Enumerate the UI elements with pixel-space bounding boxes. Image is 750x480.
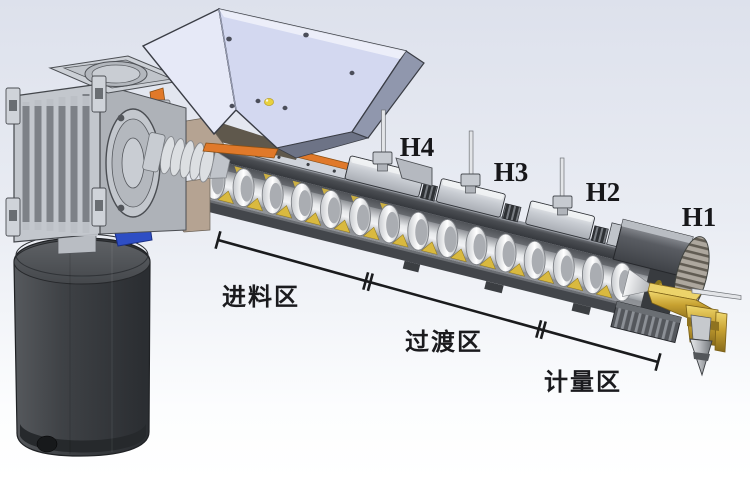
dimension-tick-mid2b (539, 321, 547, 340)
dimension-tick-mid2 (535, 319, 543, 339)
shaft-coupling (142, 132, 231, 183)
probe-h2 (552, 157, 573, 216)
feed-throat-shadow (212, 120, 300, 160)
barrel-top-rail (199, 143, 667, 272)
dimension-tick-end (654, 352, 662, 372)
nozzle-clip (714, 311, 728, 353)
gearbox-output-flange-hub (121, 137, 145, 189)
probe-boss (377, 163, 388, 172)
zone-label-transition: 过渡区 (405, 328, 483, 356)
gearbox-lug-notches (9, 88, 103, 221)
coupling-taper (209, 150, 231, 179)
gearbox-frame-bottom (16, 222, 98, 236)
hopper (141, 7, 433, 187)
probe-boss (557, 207, 568, 216)
hopper-sight-dot (264, 98, 274, 106)
heater-label-h4: H4 (400, 132, 435, 162)
barrel-bottom-rail (189, 195, 649, 321)
probe-pin (559, 157, 565, 197)
hopper-rim-band (219, 9, 406, 59)
clamp-tab (402, 260, 421, 273)
zone-label-feed: 进料区 (222, 284, 300, 311)
probe-h3 (460, 130, 481, 194)
hopper-outlet-rim (202, 142, 279, 159)
hopper-fold-line (218, 8, 237, 111)
probe-nut (372, 151, 393, 165)
zone-label-metering: 计量区 (544, 369, 622, 396)
probe-pin (468, 130, 474, 175)
heater-label-h1: H1 (682, 202, 717, 232)
gearbox-frame-top (16, 96, 98, 106)
zone-dimension-lines (214, 230, 662, 372)
nozzle-barrel (690, 314, 712, 342)
material-yellow-bottom (217, 190, 613, 299)
heater-spacer-2 (501, 203, 522, 223)
plate-bolt (332, 169, 336, 173)
heater-label-h2: H2 (586, 177, 621, 207)
barrel-bottom-rail-highlight (191, 195, 649, 312)
dimension-tick-mid1b (366, 273, 374, 292)
hopper-side-panel (351, 50, 425, 139)
plate-bolt (306, 162, 310, 167)
dimension-line (217, 238, 659, 364)
dimension-tick-mid1 (362, 271, 370, 291)
motor (13, 233, 151, 457)
clamp-tab (571, 302, 591, 315)
hopper-sight-dot-highlight (265, 99, 269, 102)
die-block (612, 218, 694, 278)
gearbox (5, 55, 188, 243)
flange-bolt (117, 114, 125, 122)
nozzle-assembly (647, 282, 728, 377)
hopper-bolt-holes (226, 32, 355, 111)
coupling-ribs (160, 136, 215, 183)
probe-boss (465, 185, 476, 194)
probe-nut (460, 173, 481, 187)
heater-spacer-3 (590, 225, 609, 245)
barrel (189, 140, 710, 344)
probe-h4 (372, 109, 393, 172)
clamp-tab (484, 281, 504, 294)
heater-label-h3: H3 (494, 157, 529, 187)
motor-body (13, 237, 151, 457)
motor-vent-hole (36, 435, 58, 453)
plate-bolt (277, 155, 281, 159)
probe-nut (552, 195, 573, 209)
nozzle-tip-band (693, 352, 710, 361)
gearbox-cooling-fins (22, 94, 90, 233)
flange-bolt (117, 204, 125, 212)
probe-pin (381, 109, 386, 155)
probe-h1-pin (691, 288, 742, 300)
hopper-support-bracket (395, 157, 433, 187)
die-bottom-clamp (610, 300, 682, 344)
die-bottom-clamp-edge (615, 301, 682, 324)
dimension-tick-start (214, 230, 222, 250)
